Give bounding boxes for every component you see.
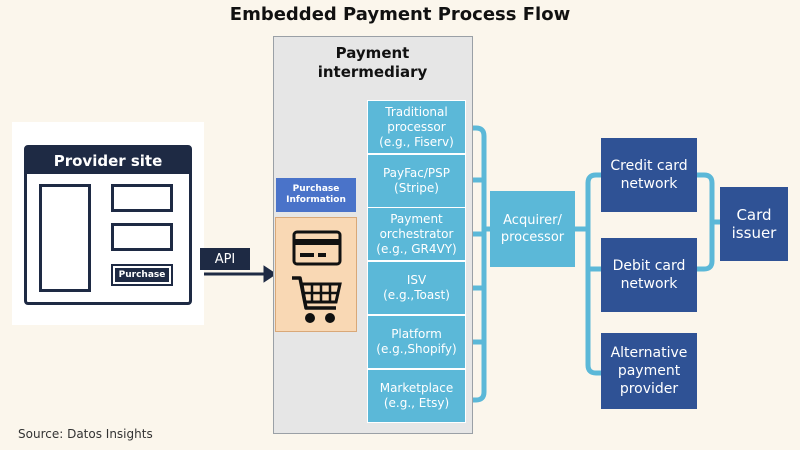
option-example: (Stripe) xyxy=(394,181,439,195)
source-note: Source: Datos Insights xyxy=(18,427,153,441)
option-example: (e.g., Etsy) xyxy=(383,396,450,410)
purchase-information-box xyxy=(275,217,357,332)
shopping-cart-icon xyxy=(292,276,342,323)
option-example: (e.g., Fiserv) xyxy=(379,134,454,149)
option-payfac-psp: PayFac/PSP(Stripe) xyxy=(367,154,466,208)
debit-card-network-node: Debit card network xyxy=(601,238,697,312)
option-example: (e.g.,Toast) xyxy=(383,288,450,302)
option-platform: Platform(e.g.,Shopify) xyxy=(367,315,466,369)
option-label: Marketplace xyxy=(379,381,454,395)
option-isv: ISV(e.g.,Toast) xyxy=(367,261,466,315)
provider-site-window: Provider site Purchase xyxy=(24,145,192,305)
credit-card-network-node: Credit card network xyxy=(601,138,697,212)
option-payment-orchestrator: Payment orchestrator(e.g., GR4VY) xyxy=(367,207,466,261)
option-label: Payment orchestrator xyxy=(379,211,454,241)
option-label: Platform xyxy=(391,327,442,341)
card-issuer-node: Card issuer xyxy=(720,187,788,261)
provider-content-block xyxy=(111,184,173,212)
alternative-payment-provider-node: Alternative payment provider xyxy=(601,333,697,409)
api-label: API xyxy=(200,248,250,270)
credit-card-icon xyxy=(292,230,342,266)
provider-image-block xyxy=(39,184,91,292)
intermediary-title: Payment intermediary xyxy=(317,44,428,81)
purchase-information-label: Purchase Information xyxy=(276,178,356,212)
option-label: PayFac/PSP xyxy=(382,166,451,180)
provider-content-block xyxy=(111,223,173,251)
networks-bracket xyxy=(572,172,604,376)
provider-site-header: Provider site xyxy=(27,148,189,174)
page-title: Embedded Payment Process Flow xyxy=(229,4,571,25)
option-label: ISV xyxy=(406,273,427,287)
option-traditional-processor: Traditional processor(e.g., Fiserv) xyxy=(367,100,466,154)
issuer-bracket xyxy=(694,172,723,272)
option-label: Traditional processor xyxy=(385,104,448,134)
option-example: (e.g., GR4VY) xyxy=(376,241,457,256)
purchase-button[interactable]: Purchase xyxy=(111,264,173,286)
option-marketplace: Marketplace(e.g., Etsy) xyxy=(367,369,466,423)
option-example: (e.g.,Shopify) xyxy=(376,342,457,356)
acquirer-processor-node: Acquirer/ processor xyxy=(490,191,575,267)
